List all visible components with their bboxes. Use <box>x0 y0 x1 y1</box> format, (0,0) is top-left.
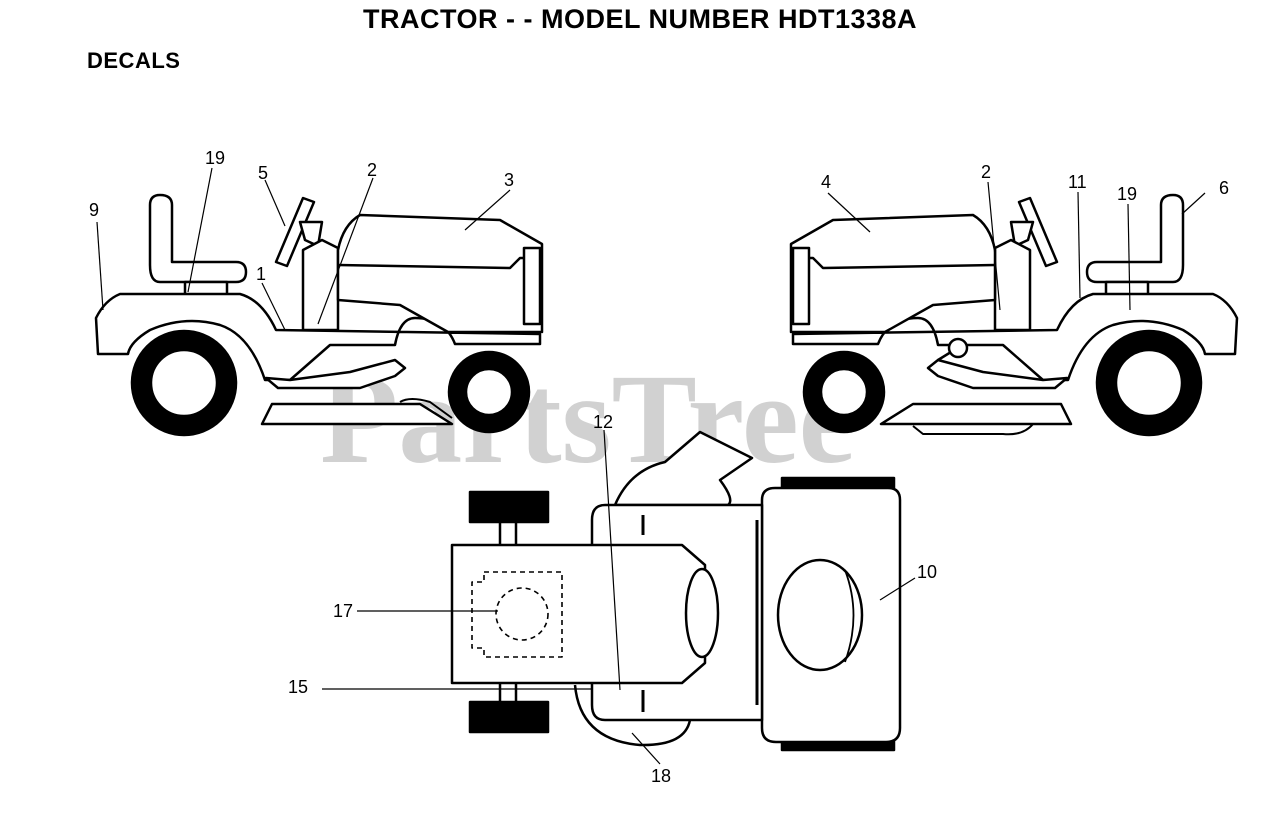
callout-12: 12 <box>593 412 613 432</box>
steering-wheel-left <box>274 196 316 268</box>
callout-1: 1 <box>256 264 266 284</box>
grille-left <box>522 246 542 326</box>
callouts-left <box>96 167 511 331</box>
callout-3: 3 <box>504 170 514 190</box>
tractor-top-view <box>450 430 902 752</box>
top-hood <box>450 543 707 685</box>
page-title: TRACTOR - - MODEL NUMBER HDT1338A <box>362 4 918 34</box>
callout-19-right: 19 <box>1117 184 1137 204</box>
callout-11: 11 <box>1068 172 1087 192</box>
top-front-wheel-upper <box>468 490 550 524</box>
top-seat-back <box>613 430 754 507</box>
top-front-axle-upper <box>498 520 518 548</box>
callout-6: 6 <box>1219 178 1229 198</box>
top-engine-circle <box>495 587 549 641</box>
chassis-right <box>926 358 1069 390</box>
seat-left <box>148 193 248 284</box>
rear-hub-left <box>149 348 219 418</box>
callout-2-left: 2 <box>367 160 377 180</box>
callout-4: 4 <box>821 172 831 192</box>
tractor-left-side-view <box>94 193 544 437</box>
dash-left <box>301 238 340 332</box>
callout-18: 18 <box>651 766 671 786</box>
top-front-wheel-lower <box>468 700 550 734</box>
hood-right <box>789 213 997 334</box>
deck-chute-left <box>399 398 453 419</box>
rear-fender-left <box>94 292 542 382</box>
deck-chute-right <box>912 423 1034 436</box>
mower-deck-left <box>260 402 454 426</box>
steering-wheel-right <box>1017 196 1059 268</box>
dash-right <box>993 238 1032 332</box>
callouts-right <box>827 181 1206 311</box>
section-title: DECALS <box>87 48 181 73</box>
callouts-top <box>322 429 916 765</box>
callout-15: 15 <box>288 677 308 697</box>
callout-5: 5 <box>258 163 268 183</box>
callout-17: 17 <box>333 601 353 621</box>
tractor-right-side-view <box>789 193 1239 437</box>
top-steering <box>684 567 720 659</box>
grille-right <box>791 246 811 326</box>
seat-right <box>1085 193 1185 284</box>
rear-fender-right <box>791 292 1239 382</box>
mower-deck-right <box>879 402 1073 426</box>
callout-19-left: 19 <box>205 148 225 168</box>
front-hub-left <box>464 367 514 417</box>
callout-10: 10 <box>917 562 937 582</box>
top-engine-outline <box>471 571 563 658</box>
hood-left <box>336 213 544 334</box>
rear-hub-right <box>1114 348 1184 418</box>
chassis-left <box>264 358 407 390</box>
top-seat <box>776 558 864 672</box>
callout-9: 9 <box>89 200 99 220</box>
lift-knob-right <box>947 337 969 359</box>
front-hub-right <box>819 367 869 417</box>
callout-2-right: 2 <box>981 162 991 182</box>
